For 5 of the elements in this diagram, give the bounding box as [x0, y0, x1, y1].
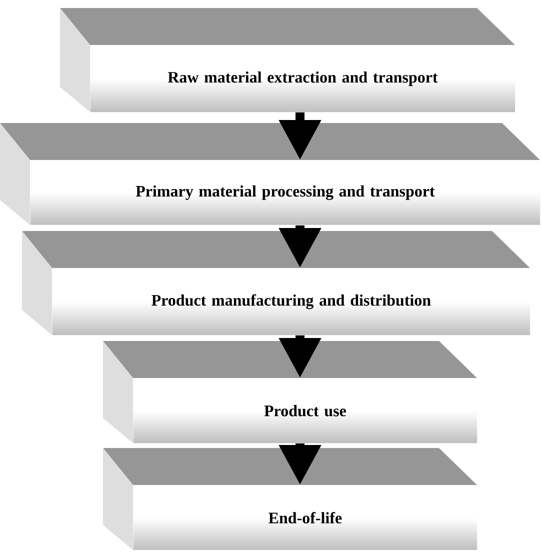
slab-box: Product manufacturing and distribution [22, 231, 530, 336]
slab-box: Raw material extraction and transport [60, 8, 516, 112]
slab-box: Product use [103, 341, 478, 444]
slab-box: End-of-life [103, 448, 478, 550]
slab-box: Primary material processing and transport [0, 123, 540, 225]
